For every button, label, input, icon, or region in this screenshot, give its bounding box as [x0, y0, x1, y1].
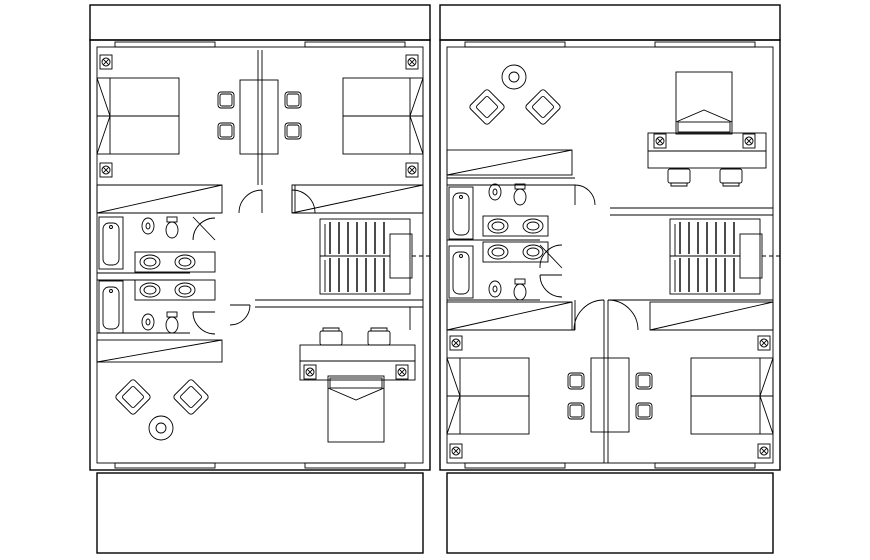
desk [299, 344, 416, 362]
top-balcony [89, 4, 431, 41]
sink-icon [482, 215, 549, 263]
table-icon [239, 79, 279, 155]
right-unit [439, 4, 781, 554]
bathtub-icon [98, 216, 124, 334]
unit-outline [439, 39, 781, 471]
bed-icon [96, 77, 424, 443]
chair-icon [319, 327, 391, 346]
bed-icon [446, 71, 774, 435]
top-balcony [439, 4, 781, 41]
bottom-balcony [96, 472, 424, 554]
window-icon [464, 41, 756, 469]
armchair-icon [114, 378, 210, 441]
bathtub-icon [448, 186, 474, 299]
door-swing-icon [192, 189, 411, 335]
sink-icon [134, 251, 216, 301]
staircase-icon [319, 218, 430, 295]
wardrobe [446, 149, 774, 331]
unit-outline [89, 39, 431, 471]
armchair-icon [468, 64, 562, 126]
left-unit [89, 4, 431, 554]
toilet-icon [141, 216, 179, 334]
table-icon [590, 357, 630, 433]
window-icon [114, 41, 406, 469]
staircase-icon [669, 218, 780, 295]
door-swing-icon [539, 184, 639, 331]
chair-icon [567, 372, 653, 420]
wardrobe [96, 184, 424, 363]
chair-icon [667, 168, 743, 187]
chair-icon [217, 91, 302, 140]
bottom-balcony [446, 472, 774, 554]
